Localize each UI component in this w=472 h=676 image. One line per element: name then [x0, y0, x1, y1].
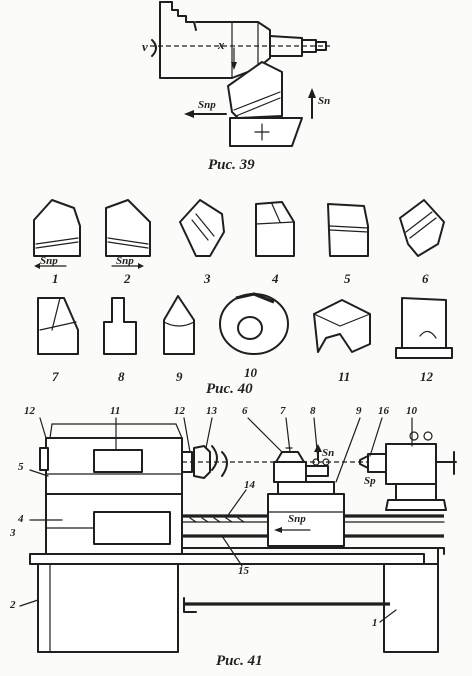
fig41-part-14: 14: [244, 479, 255, 491]
fig40-tool-3: [179, 199, 225, 257]
fig40-tool-4: [255, 201, 295, 257]
fig39-workpiece: [159, 1, 271, 79]
fig40-tool-number-1: 1: [52, 271, 59, 286]
fig41-part-13: 13: [206, 405, 217, 417]
fig41-drawing: [19, 417, 457, 653]
fig39-label-feed-long: Sпр: [198, 99, 216, 111]
fig40-feed-label-1: Sпр: [40, 255, 58, 267]
fig40-tool-number-2: 2: [124, 271, 131, 286]
fig39-chuck: [159, 1, 197, 31]
fig40-tool-number-10: 10: [244, 365, 257, 380]
fig40-tool-12: [401, 297, 447, 349]
fig40-caption: Рис. 40: [206, 381, 253, 397]
fig39-label-x: х: [218, 37, 225, 52]
fig41-part-7: 7: [280, 405, 286, 417]
fig40-tool-5: [327, 203, 369, 257]
fig41-apron: [267, 493, 345, 547]
fig41-label-feed-s: Sр: [364, 475, 376, 487]
fig41-chuck: [193, 445, 211, 479]
fig41-caption: Рис. 41: [216, 653, 263, 669]
fig41-part-8: 8: [310, 405, 316, 417]
fig40-tool-8: [103, 297, 137, 355]
fig40-tool-number-9: 9: [176, 369, 183, 384]
fig41-part-4: 4: [18, 513, 24, 525]
fig40-tool-11: [313, 299, 371, 353]
fig40-tool-number-3: 3: [204, 271, 211, 286]
fig41-part-5: 5: [18, 461, 24, 473]
fig41-part-6: 6: [242, 405, 248, 417]
fig41-part-15: 15: [238, 565, 249, 577]
fig41-part-9: 9: [356, 405, 362, 417]
fig41-part-10: 10: [406, 405, 417, 417]
fig41-label-feed-cross: Sп: [322, 447, 335, 459]
fig41-left-leg: [37, 561, 179, 653]
fig41-part-16: 16: [378, 405, 389, 417]
fig40-drawing: [33, 199, 445, 269]
fig40-tool-1: [33, 199, 81, 257]
fig40-tool-2: [105, 199, 151, 257]
fig41-part-3: 3: [10, 527, 16, 539]
fig39-cutting-tool: [227, 61, 283, 119]
fig41-tool-post: [273, 461, 307, 483]
fig40-tool-number-6: 6: [422, 271, 429, 286]
fig39-caption: Рис. 39: [208, 157, 255, 173]
fig40-tool-number-7: 7: [52, 369, 59, 384]
fig40-row2: [37, 292, 453, 359]
fig39-label-feed-cross: Sп: [318, 95, 331, 107]
fig41-carriage: [277, 481, 335, 495]
fig40-tool-number-8: 8: [118, 369, 125, 384]
fig41-part-2: 2: [10, 599, 16, 611]
fig41-part-1: 1: [372, 617, 378, 629]
fig40-tool-number-5: 5: [344, 271, 351, 286]
fig40-tool-number-4: 4: [272, 271, 279, 286]
fig40-tool-number-11: 11: [338, 369, 351, 384]
fig41-tailstock: [385, 443, 437, 485]
fig41-part-12: 12: [174, 405, 185, 417]
fig40-tool-6: [399, 199, 445, 257]
fig41-label-feed-long: Sпр: [288, 513, 306, 525]
fig40-feed-label-2: Sпр: [116, 255, 134, 267]
fig41-part-12-left: 12: [24, 405, 35, 417]
fig40-tool-9: [163, 295, 195, 355]
fig41-bed: [29, 553, 425, 565]
fig40-tool-number-12: 12: [420, 369, 433, 384]
fig41-part-11: 11: [110, 405, 121, 417]
fig39-drawing: [150, 1, 330, 147]
fig41-right-leg: [383, 563, 439, 653]
fig39-label-v: v: [142, 39, 148, 54]
